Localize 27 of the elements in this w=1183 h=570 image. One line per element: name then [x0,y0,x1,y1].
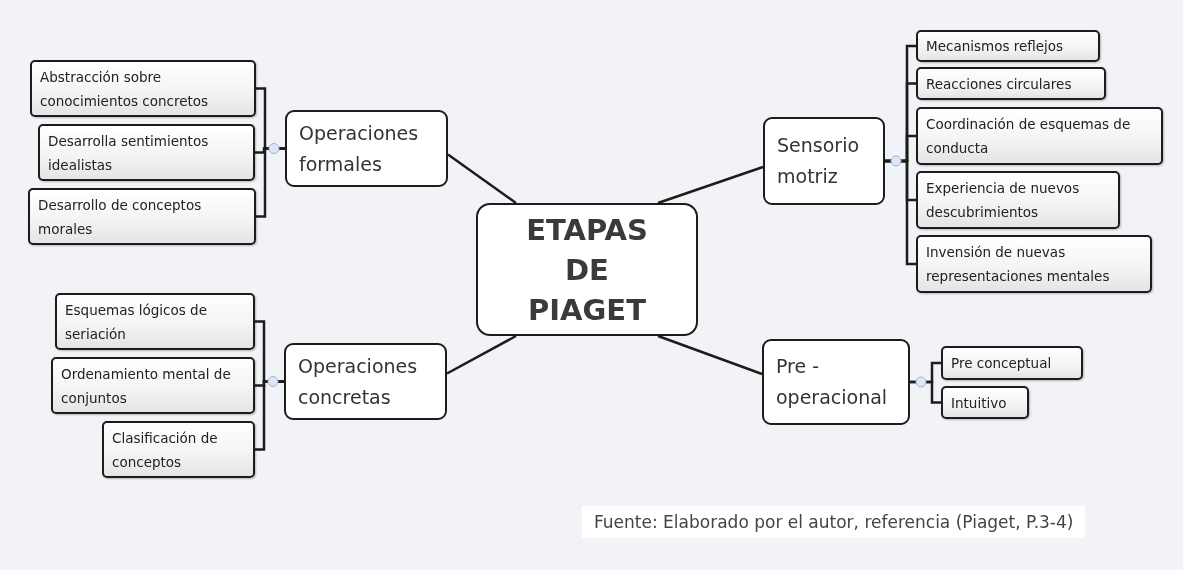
topic-box: Sensorio motriz [763,117,885,205]
connector-line [446,334,517,375]
central-topic-box: ETAPAS DE PIAGET [476,203,698,336]
topic-box: Operaciones concretas [284,343,447,420]
subtopic-box: Mecanismos reflejos [916,30,1100,62]
topic-box: Pre - operacional [762,339,910,425]
connector-line [885,159,916,266]
subtopic-box: Clasificación de conceptos [102,421,255,478]
connector-line [447,153,517,204]
topic-box: Operaciones formales [285,110,448,187]
caption: Fuente: Elaborado por el autor, referencia (Piaget, P.3-4) [582,506,1086,538]
connector-line [657,165,764,205]
subtopic-box: Esquemas lógicos de seriación [55,293,255,350]
connector-line [255,380,284,451]
subtopic-box: Reacciones circulares [916,67,1106,100]
subtopic-box: Experiencia de nuevos descubrimientos [916,171,1120,229]
connector-line [910,380,941,404]
subtopic-box: Intuitivo [941,386,1029,419]
subtopic-box: Abstracción sobre conocimientos concretos [30,60,256,117]
subtopic-box: Desarrolla sentimientos idealistas [38,124,255,181]
connector-line [657,334,763,376]
subtopic-box: Invensión de nuevas representaciones mentales [916,235,1152,293]
subtopic-box: Ordenamiento mental de conjuntos [51,357,255,414]
subtopic-box: Pre conceptual [941,346,1083,380]
connector-line [256,147,285,218]
subtopic-box: Desarrollo de conceptos morales [28,188,256,245]
subtopic-box: Coordinación de esquemas de conducta [916,107,1163,165]
